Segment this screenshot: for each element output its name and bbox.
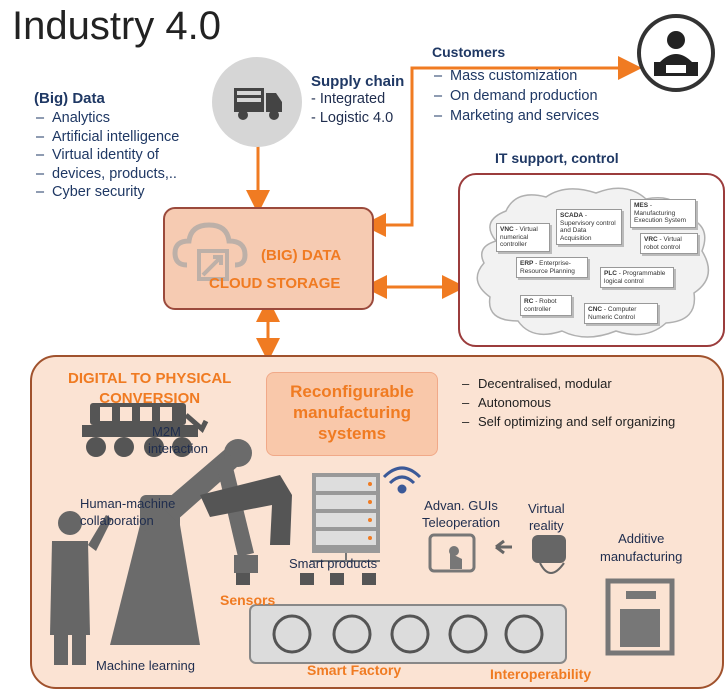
list-item: Decentralised, modular — [460, 374, 710, 393]
it-module: MES - Manufacturing Execution System — [630, 199, 696, 228]
hmc-line: collaboration — [80, 513, 154, 528]
list-item: On demand production — [432, 86, 642, 106]
virtual-reality-line: Virtual — [528, 501, 565, 516]
supply-chain-line: - Integrated — [311, 91, 386, 107]
sensors-label: Sensors — [220, 592, 276, 608]
cloud-upload-icon — [172, 222, 248, 281]
vr-headset-icon — [495, 535, 566, 574]
list-item: Analytics — [34, 109, 234, 128]
digital-physical-line: DIGITAL TO PHYSICAL — [68, 370, 232, 387]
3d-printer-icon — [605, 578, 675, 656]
cloud-storage-box: (BIG) DATA CLOUD STORAGE — [163, 207, 374, 310]
digital-physical-line: CONVERSION — [99, 390, 201, 407]
big-data-heading: (Big) Data — [34, 90, 105, 107]
big-data-list: Analytics Artificial intelligence Virtua… — [34, 109, 234, 202]
supply-chain-heading: Supply chain — [311, 73, 405, 90]
customers-list: Mass customization On demand production … — [432, 66, 642, 126]
it-module: ERP - Enterprise-Resource Planning — [516, 257, 588, 278]
m2m-robot-icon — [82, 403, 209, 457]
cloud-line-2: CLOUD STORAGE — [209, 275, 341, 292]
reconfigurable-line: systems — [317, 424, 387, 443]
it-support-box: VNC - Virtual numerical controller SCADA… — [458, 173, 725, 347]
hmc-label: Human-machine collaboration — [80, 495, 175, 529]
factory-illustration — [50, 403, 675, 665]
list-item: Self optimizing and self organizing — [460, 412, 710, 431]
advan-guis-line: Teleoperation — [422, 515, 501, 530]
supply-chain-section: Supply chain - Integrated - Logistic 4.0 — [311, 73, 404, 128]
smart-products-label: Smart products — [289, 556, 378, 571]
list-item: devices, products,.. — [34, 165, 234, 184]
it-support-heading: IT support, control — [495, 150, 619, 166]
reconfigurable-line: manufacturing — [292, 403, 412, 422]
page-title: Industry 4.0 — [12, 4, 222, 48]
it-module: CNC - Computer Numeric Control — [584, 303, 658, 324]
reconfigurable-line: Reconfigurable — [290, 382, 414, 401]
digital-physical-label: DIGITAL TO PHYSICAL CONVERSION — [68, 369, 231, 409]
big-data-section: (Big) Data Analytics Artificial intellig… — [34, 90, 234, 202]
tablet-icon — [428, 533, 476, 573]
robot-arm-icon — [110, 439, 292, 645]
m2m-label: M2M interaction — [148, 423, 208, 457]
list-item: Cyber security — [34, 183, 234, 202]
reconfigurable-text: Reconfigurable manufacturing systems — [267, 373, 437, 444]
wifi-icon — [382, 466, 422, 494]
it-module: RC - Robot controller — [520, 295, 572, 316]
reconfigurable-box: Reconfigurable manufacturing systems — [266, 372, 438, 456]
list-item: Autonomous — [460, 393, 710, 412]
supply-chain-line: - Logistic 4.0 — [311, 110, 394, 126]
smart-factory-label: Smart Factory — [307, 662, 402, 678]
additive-label: Additive manufacturing — [600, 530, 682, 566]
factory-features-list: Decentralised, modular Autonomous Self o… — [460, 374, 710, 431]
conveyor-belt-icon — [249, 604, 567, 664]
it-module: VRC - Virtual robot control — [640, 233, 698, 254]
machine-learning-label: Machine learning — [96, 658, 196, 673]
interoperability-label: Interoperability — [490, 666, 592, 682]
it-module: VNC - Virtual numerical controller — [496, 223, 550, 252]
truck-icon — [212, 57, 302, 147]
m2m-line: M2M — [152, 424, 181, 439]
customer-user-icon — [635, 12, 717, 94]
additive-line: manufacturing — [600, 549, 683, 564]
advan-guis-line: Advan. GUIs — [424, 498, 498, 513]
additive-line: Additive — [618, 531, 665, 546]
customers-section: Customers Mass customization On demand p… — [432, 44, 642, 126]
virtual-reality-label: Virtual reality — [528, 500, 565, 534]
person-icon — [50, 511, 112, 665]
list-item: Marketing and services — [432, 106, 642, 126]
list-item: Virtual identity of — [34, 146, 234, 165]
cloud-line-1: (BIG) DATA — [261, 247, 342, 264]
advan-guis-label: Advan. GUIs Teleoperation — [422, 497, 500, 531]
it-module: PLC - Programmable logical control — [600, 267, 674, 288]
hmc-line: Human-machine — [80, 496, 176, 511]
it-module: SCADA - Supervisory control and Data Acq… — [556, 209, 622, 245]
m2m-line: interaction — [148, 441, 208, 456]
list-item: Artificial intelligence — [34, 128, 234, 147]
customers-heading: Customers — [432, 44, 506, 60]
list-item: Mass customization — [432, 66, 642, 86]
virtual-reality-line: reality — [528, 518, 564, 533]
server-rack-icon — [236, 473, 380, 585]
